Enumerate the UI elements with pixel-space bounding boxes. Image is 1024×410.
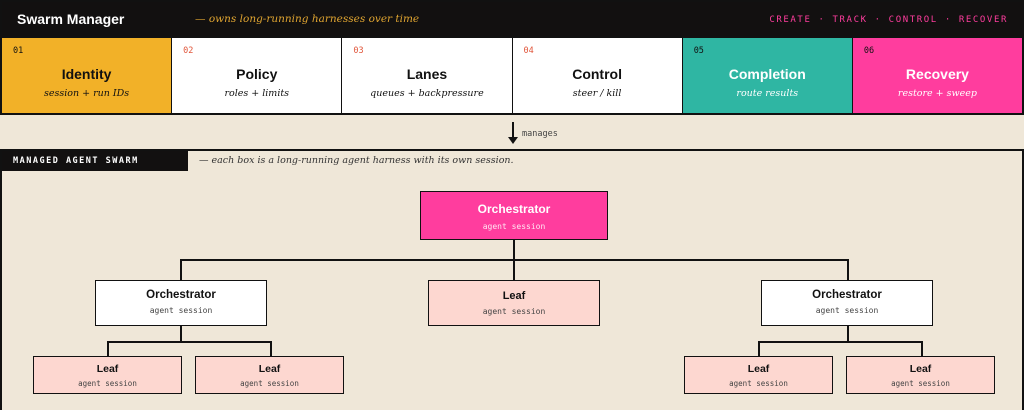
tree-connector bbox=[180, 259, 182, 280]
card-number: 01 bbox=[13, 46, 24, 56]
swarm-panel: MANAGED AGENT SWARM — each box is a long… bbox=[0, 149, 1024, 410]
header-verbs: CREATE · TRACK · CONTROL · RECOVER bbox=[769, 15, 1008, 25]
node-subtitle: agent session bbox=[815, 306, 879, 315]
tree-connector bbox=[847, 325, 849, 341]
node-title: Leaf bbox=[747, 363, 770, 375]
card-number: 02 bbox=[183, 46, 194, 56]
card-policy: 02 Policy roles + limits bbox=[172, 38, 343, 113]
node-title: Leaf bbox=[909, 363, 932, 375]
tree-connector bbox=[513, 239, 515, 259]
card-subtitle: queues + backpressure bbox=[370, 88, 484, 99]
tree-connector bbox=[921, 341, 923, 356]
swarm-title: MANAGED AGENT SWARM bbox=[2, 151, 188, 171]
node-leaf-right-2[interactable]: Leaf agent session bbox=[846, 356, 995, 394]
tree-connector bbox=[758, 341, 760, 356]
card-title: Control bbox=[572, 66, 622, 82]
node-subtitle: agent session bbox=[78, 379, 137, 388]
node-leaf-left-1[interactable]: Leaf agent session bbox=[33, 356, 182, 394]
tree-connector bbox=[847, 259, 849, 280]
card-identity: 01 Identity session + run IDs bbox=[2, 38, 173, 113]
node-title: Orchestrator bbox=[477, 202, 551, 216]
manages-label: manages bbox=[522, 129, 558, 139]
node-subtitle: agent session bbox=[891, 379, 950, 388]
node-orchestrator-left[interactable]: Orchestrator agent session bbox=[95, 280, 267, 326]
node-subtitle: agent session bbox=[482, 307, 546, 316]
card-subtitle: roles + limits bbox=[224, 88, 290, 99]
tree-connector bbox=[758, 341, 922, 343]
card-number: 06 bbox=[863, 46, 875, 56]
tree-connector bbox=[180, 259, 849, 261]
card-lanes: 03 Lanes queues + backpressure bbox=[342, 38, 513, 113]
card-subtitle: restore + sweep bbox=[897, 88, 977, 99]
arrow-down-icon bbox=[508, 137, 518, 144]
card-completion: 05 Completion route results bbox=[682, 38, 853, 113]
card-recovery: 06 Recovery restore + sweep bbox=[852, 38, 1023, 113]
node-subtitle: agent session bbox=[149, 306, 213, 315]
tree-connector bbox=[270, 341, 272, 356]
capability-cards: 01 Identity session + run IDs 02 Policy … bbox=[0, 38, 1024, 115]
node-subtitle: agent session bbox=[482, 222, 546, 231]
tree-connector bbox=[513, 259, 515, 280]
node-title: Leaf bbox=[258, 363, 281, 375]
card-subtitle: route results bbox=[736, 88, 799, 99]
node-leaf-right-1[interactable]: Leaf agent session bbox=[684, 356, 833, 394]
node-title: Orchestrator bbox=[146, 289, 216, 301]
tree-connector bbox=[107, 341, 109, 356]
card-control: 04 Control steer / kill bbox=[512, 38, 683, 113]
card-number: 04 bbox=[523, 46, 534, 56]
card-title: Completion bbox=[728, 66, 806, 82]
tree-connector bbox=[180, 325, 182, 341]
node-orchestrator-right[interactable]: Orchestrator agent session bbox=[761, 280, 933, 326]
app-tagline: — owns long-running harnesses over time bbox=[195, 13, 420, 25]
node-title: Leaf bbox=[502, 290, 526, 302]
tree-connector bbox=[107, 341, 271, 343]
card-subtitle: session + run IDs bbox=[44, 88, 130, 99]
node-leaf-center[interactable]: Leaf agent session bbox=[428, 280, 600, 326]
node-leaf-left-2[interactable]: Leaf agent session bbox=[195, 356, 344, 394]
card-subtitle: steer / kill bbox=[572, 88, 622, 99]
card-number: 03 bbox=[353, 46, 364, 56]
node-subtitle: agent session bbox=[240, 379, 299, 388]
manages-connector-line bbox=[512, 122, 514, 139]
card-title: Recovery bbox=[905, 66, 969, 82]
node-title: Leaf bbox=[96, 363, 119, 375]
card-title: Identity bbox=[61, 66, 112, 82]
swarm-note: — each box is a long-running agent harne… bbox=[199, 155, 514, 166]
app-title: Swarm Manager bbox=[17, 11, 125, 27]
node-title: Orchestrator bbox=[812, 289, 882, 301]
node-root-orchestrator[interactable]: Orchestrator agent session bbox=[420, 191, 608, 240]
app-header: Swarm Manager — owns long-running harnes… bbox=[0, 0, 1024, 38]
card-number: 05 bbox=[693, 46, 704, 56]
card-title: Policy bbox=[236, 66, 278, 82]
node-subtitle: agent session bbox=[729, 379, 788, 388]
card-title: Lanes bbox=[406, 66, 448, 82]
